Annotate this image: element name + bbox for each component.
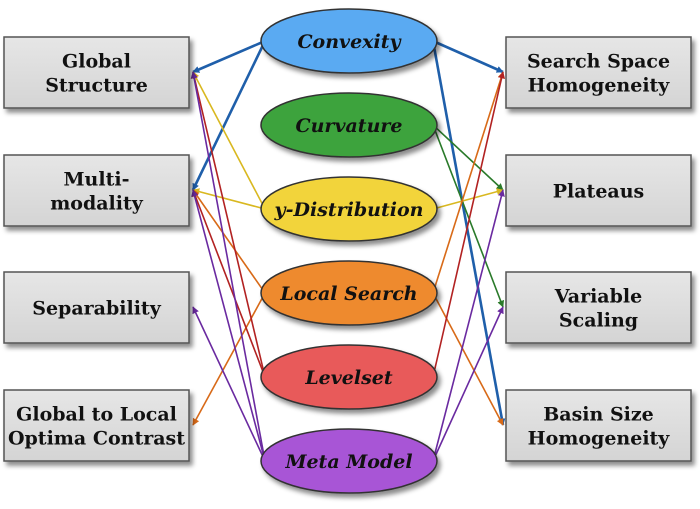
feature-set-meta_model: Meta Model	[260, 428, 438, 494]
feature-set-label: Meta Model	[284, 451, 412, 473]
connector-y_distribution-to-plateaus	[432, 188, 504, 210]
connector-levelset-to-search_space_homogeneity	[432, 71, 506, 378]
connector-meta_model-to-separability	[192, 306, 266, 462]
feature-set-ellipse	[260, 428, 438, 494]
feature-box-plateaus: Plateaus	[505, 154, 692, 227]
connector-y_distribution-to-global_structure	[192, 71, 266, 210]
feature-set-label: Levelset	[304, 367, 393, 389]
feature-box-frame	[505, 389, 692, 462]
feature-box-label: Basin Size	[543, 404, 654, 426]
feature-box-label: Scaling	[559, 310, 638, 332]
feature-set-ellipse	[260, 92, 438, 158]
feature-box-separability: Separability	[3, 271, 190, 344]
feature-box-label: Homogeneity	[528, 75, 671, 97]
feature-box-label: Global	[62, 51, 131, 73]
feature-box-label: modality	[50, 193, 144, 215]
feature-box-multimodality: Multi-modality	[3, 154, 190, 227]
feature-box-label: Multi-	[64, 169, 130, 191]
feature-box-frame	[505, 271, 692, 344]
connector-y_distribution-to-multimodality	[192, 188, 266, 210]
feature-set-ellipse	[260, 176, 438, 242]
connector-convexity-to-search_space_homogeneity	[432, 39, 504, 74]
feature-box-label: Optima Contrast	[8, 428, 185, 450]
feature-box-label: Plateaus	[553, 181, 645, 203]
feature-set-label: y-Distribution	[274, 199, 424, 221]
connector-convexity-to-multimodality	[191, 40, 267, 191]
connection-lines	[190, 39, 506, 462]
feature-set-curvature: Curvature	[260, 92, 438, 158]
connector-local_search-to-basin_size_homogeneity	[432, 292, 504, 426]
feature-set-label: Curvature	[296, 115, 403, 137]
connector-local_search-to-global_local_contrast	[192, 292, 266, 426]
feature-set-y_distribution: y-Distribution	[260, 176, 438, 242]
feature-set-ellipse	[260, 344, 438, 410]
connector-local_search-to-search_space_homogeneity	[432, 71, 505, 294]
feature-set-local_search: Local Search	[260, 260, 438, 326]
feature-box-label: Structure	[45, 75, 148, 97]
connector-meta_model-to-plateaus	[432, 189, 505, 462]
feature-set-levelset: Levelset	[260, 344, 438, 410]
feature-box-frame	[505, 154, 692, 227]
connector-curvature-to-variable_scaling	[432, 124, 505, 308]
feature-set-convexity: Convexity	[260, 8, 438, 74]
feature-set-ellipse	[260, 260, 438, 326]
connector-levelset-to-multimodality	[191, 189, 266, 378]
connector-meta_model-to-variable_scaling	[432, 306, 504, 462]
connector-meta_model-to-multimodality	[191, 189, 266, 462]
feature-box-frame	[3, 389, 190, 462]
feature-box-label: Homogeneity	[528, 428, 671, 450]
feature-box-label: Separability	[32, 298, 161, 320]
feature-box-label: Variable	[554, 286, 642, 308]
feature-set-ellipse	[260, 8, 438, 74]
feature-set-label: Local Search	[279, 283, 417, 305]
feature-box-frame	[3, 154, 190, 227]
connector-convexity-to-global_structure	[192, 39, 266, 74]
feature-box-frame	[505, 36, 692, 109]
feature-boxes: GlobalStructureMulti-modalitySeparabilit…	[3, 36, 692, 462]
feature-box-label: Global to Local	[16, 404, 177, 426]
feature-box-label: Search Space	[527, 51, 670, 73]
feature-box-frame	[3, 271, 190, 344]
connector-curvature-to-plateaus	[432, 124, 504, 191]
connector-levelset-to-global_structure	[191, 71, 266, 378]
feature-box-frame	[3, 36, 190, 109]
feature-set-label: Convexity	[297, 31, 402, 53]
connector-meta_model-to-global_structure	[190, 71, 266, 462]
connector-convexity-to-basin_size_homogeneity	[431, 40, 506, 426]
connector-local_search-to-multimodality	[192, 189, 266, 294]
